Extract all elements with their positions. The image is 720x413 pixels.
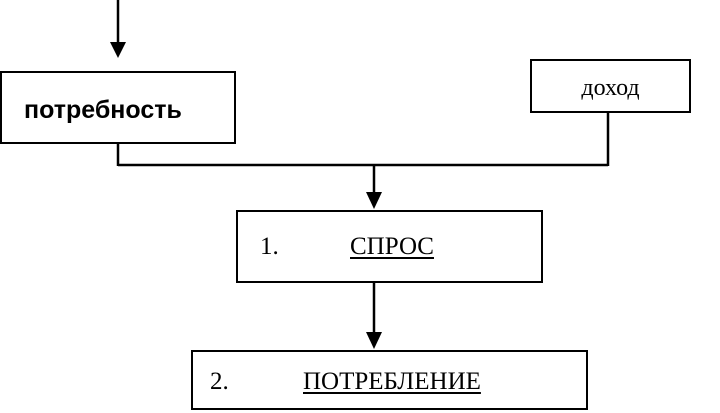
arrowhead-into-consumption bbox=[366, 332, 382, 349]
arrowhead-into-need bbox=[110, 42, 126, 58]
consumption-label: ПОТРЕБЛЕНИЕ bbox=[303, 368, 481, 395]
income-box: доход bbox=[530, 59, 691, 113]
demand-label: СПРОС bbox=[350, 233, 434, 260]
demand-box: 1. СПРОС bbox=[236, 210, 543, 283]
demand-number: 1. bbox=[260, 233, 279, 260]
need-label: потребность bbox=[24, 96, 182, 124]
income-label: доход bbox=[581, 75, 640, 101]
consumption-number: 2. bbox=[210, 368, 229, 395]
need-box: потребность bbox=[0, 71, 236, 144]
arrowhead-into-demand bbox=[366, 192, 382, 209]
consumption-box: 2. ПОТРЕБЛЕНИЕ bbox=[191, 350, 588, 410]
